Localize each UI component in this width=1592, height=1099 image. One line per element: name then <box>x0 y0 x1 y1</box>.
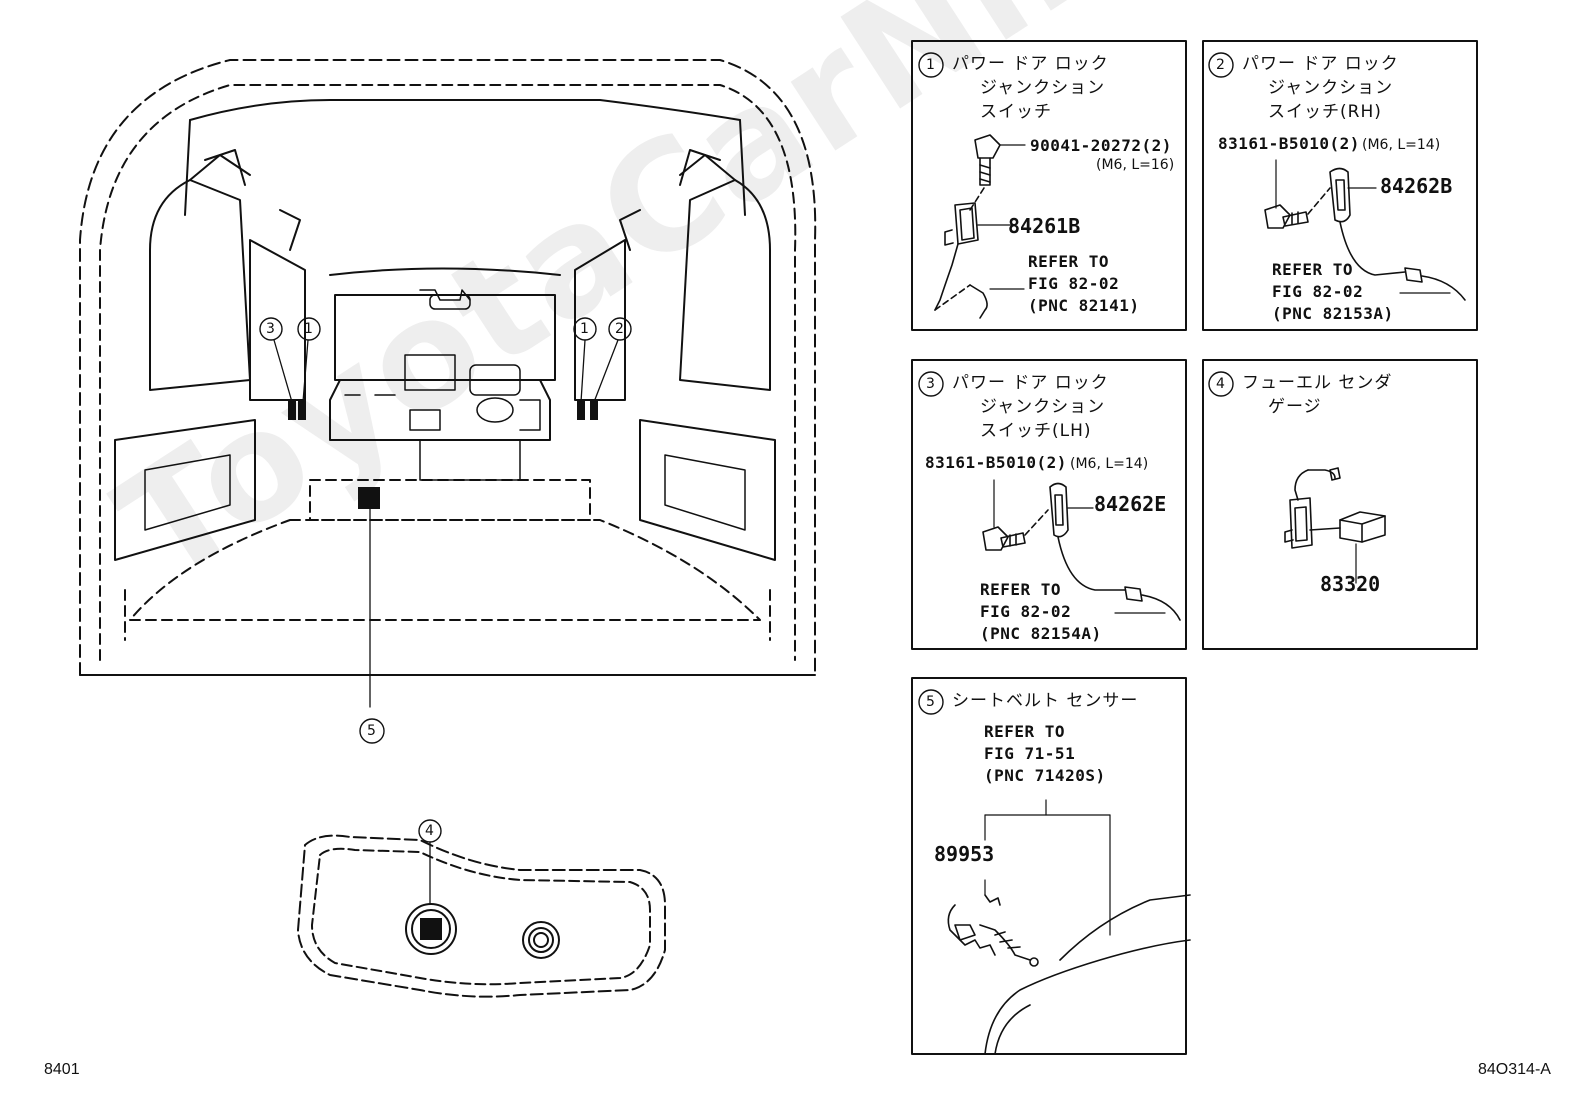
callout-1-right: 1 <box>580 321 589 337</box>
box1-refer-line2: FIG 82-02 <box>1028 274 1120 293</box>
callout-2: 2 <box>615 321 624 337</box>
box1-bolt-spec: (M6, L=16) <box>1096 157 1175 173</box>
box3-bolt-spec: (M6, L=14) <box>1070 456 1149 472</box>
box1-refer-line3: (PNC 82141) <box>1028 296 1140 315</box>
box3-refer-line1: REFER TO <box>980 580 1062 599</box>
box2-title-line3: スイッチ(RH) <box>1268 102 1382 122</box>
box5-refer-line2: FIG 71-51 <box>984 744 1076 763</box>
box2-bolt-part-number: 83161-B5010(2) <box>1218 134 1360 153</box>
detail-box-frames <box>911 40 1478 1055</box>
box3-part-drawing <box>982 479 1181 621</box>
box5-refer-line3: (PNC 71420S) <box>984 766 1106 785</box>
page-code: 8401 <box>44 1061 80 1078</box>
box3-title-line1: パワー ドア ロック <box>952 373 1109 393</box>
box2-bolt-spec: (M6, L=14) <box>1362 137 1441 153</box>
box5-part-drawing <box>947 799 1191 1055</box>
box1-part-number: 84261B <box>1008 214 1081 238</box>
box3-title-line2: ジャンクション <box>980 397 1106 417</box>
fuel-tank-drawing <box>297 834 666 998</box>
box4-part-number: 83320 <box>1320 572 1381 596</box>
box1-callout: 1 <box>926 57 935 73</box>
box3-part-number: 84262E <box>1094 492 1167 516</box>
box4-title-line2: ゲージ <box>1268 397 1322 417</box>
box4-title-line1: フューエル センダ <box>1242 373 1393 393</box>
box5-title: シートベルト センサー <box>952 691 1139 711</box>
box3-bolt-part-number: 83161-B5010(2) <box>925 453 1067 472</box>
box3-refer-line3: (PNC 82154A) <box>980 624 1102 643</box>
box2-part-number: 84262B <box>1380 174 1453 198</box>
box1-title-line3: スイッチ <box>980 102 1052 122</box>
box2-refer-line2: FIG 82-02 <box>1272 282 1364 301</box>
box1-part-drawing <box>934 134 1026 319</box>
box1-title-line2: ジャンクション <box>980 78 1106 98</box>
box3-callout: 3 <box>926 376 935 392</box>
box3-title-line3: スイッチ(LH) <box>980 421 1092 441</box>
box4-part-drawing <box>1284 467 1386 584</box>
box4-callout: 4 <box>1216 376 1225 392</box>
callout-1-left: 1 <box>304 321 313 337</box>
box2-title-line2: ジャンクション <box>1268 78 1394 98</box>
box1-bolt-part-number: 90041-20272(2) <box>1030 136 1172 155</box>
figure-code: 84O314-A <box>1478 1061 1551 1078</box>
box2-title-line1: パワー ドア ロック <box>1242 54 1399 74</box>
box2-refer-line1: REFER TO <box>1272 260 1354 279</box>
callout-5: 5 <box>367 723 376 739</box>
box2-refer-line3: (PNC 82153A) <box>1272 304 1394 323</box>
box5-callout: 5 <box>926 694 935 710</box>
box2-callout: 2 <box>1216 57 1225 73</box>
box3-refer-line2: FIG 82-02 <box>980 602 1072 621</box>
box1-refer-line1: REFER TO <box>1028 252 1110 271</box>
box2-part-drawing <box>1264 159 1466 301</box>
box5-part-number: 89953 <box>934 842 995 866</box>
vehicle-interior-drawing <box>79 59 817 708</box>
callout-3: 3 <box>266 321 275 337</box>
box-callout-circles <box>918 52 1234 715</box>
box1-title-line1: パワー ドア ロック <box>952 54 1109 74</box>
box5-refer-line1: REFER TO <box>984 722 1066 741</box>
callout-4: 4 <box>425 823 434 839</box>
